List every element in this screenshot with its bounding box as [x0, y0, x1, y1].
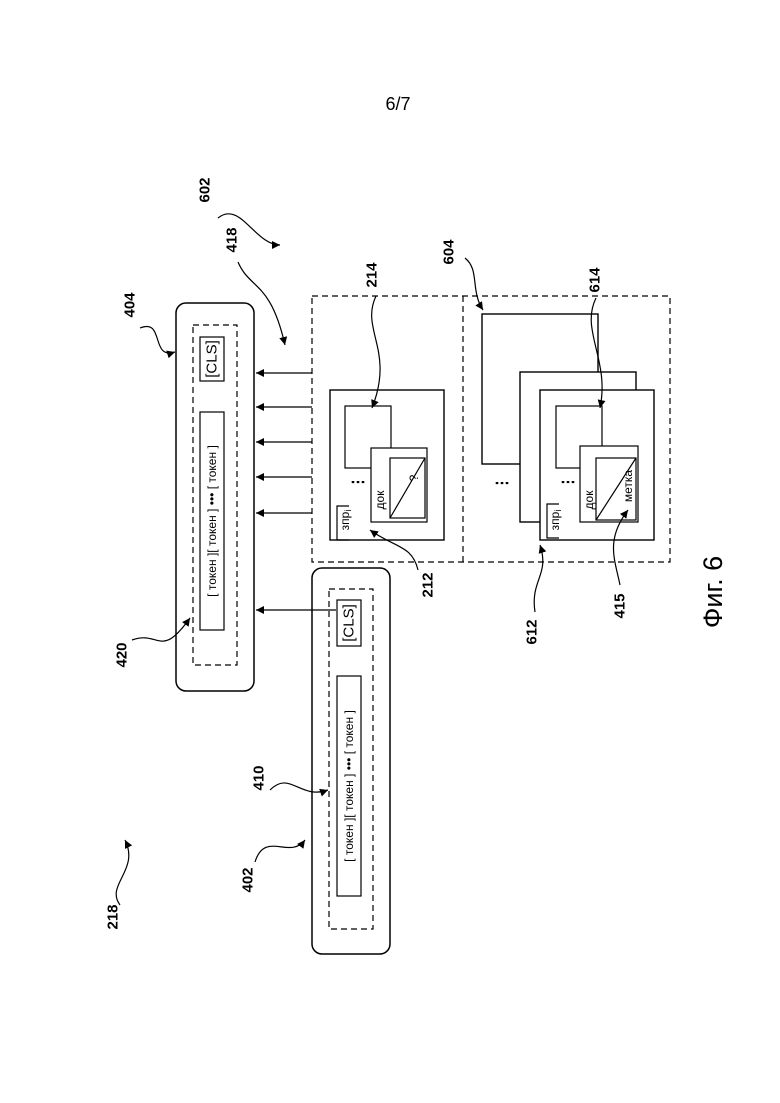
label-604: 604 — [441, 239, 458, 265]
label-410: 410 — [251, 765, 268, 790]
label-402: 402 — [240, 867, 257, 892]
cls-label-404: [CLS] — [204, 340, 221, 378]
figure-caption: Фиг. 6 — [698, 556, 728, 628]
doc-label-614: док — [582, 490, 596, 510]
label-602: 602 — [197, 177, 214, 202]
stack-dots-614: ⋮ — [560, 475, 577, 490]
token-row-404: [ токен ][ токен ] ••• [ токен ] — [205, 445, 219, 597]
label-614: 614 — [587, 267, 604, 293]
labeled-card-stack-604: ⋮ метка док ⋮ зпрi — [482, 314, 654, 540]
doc-label-212: док — [373, 490, 387, 510]
encoder-box-402: [CLS] [ токен ][ токен ] ••• [ токен ] — [312, 568, 390, 954]
label-415: 415 — [612, 593, 629, 618]
query-doc-card-212: ? док ⋮ зпрi — [330, 390, 444, 540]
label-218: 218 — [105, 904, 122, 929]
stack-dots-604: ⋮ — [494, 476, 511, 491]
label-612: 612 — [524, 619, 541, 644]
cls-label-402: [CLS] — [341, 604, 358, 642]
label-418: 418 — [224, 227, 241, 252]
unknown-label: ? — [407, 474, 421, 481]
reference-numerals: 218 402 410 420 404 418 602 214 212 604 … — [105, 177, 629, 929]
input-arrows — [256, 373, 336, 610]
query-label-212: зпрi — [338, 510, 353, 531]
label-404: 404 — [122, 292, 139, 318]
query-label-614: зпрi — [548, 510, 563, 531]
label-212: 212 — [420, 572, 437, 597]
label-420: 420 — [114, 642, 131, 667]
encoder-box-404: [CLS] [ токен ][ токен ] ••• [ токен ] — [176, 303, 254, 691]
token-row-402: [ токен ][ токен ] ••• [ токен ] — [342, 710, 356, 862]
label-214: 214 — [364, 262, 381, 288]
tag-label: метка — [621, 470, 635, 503]
stack-dots-212: ⋮ — [350, 475, 367, 490]
page-number: 6/7 — [385, 94, 410, 114]
